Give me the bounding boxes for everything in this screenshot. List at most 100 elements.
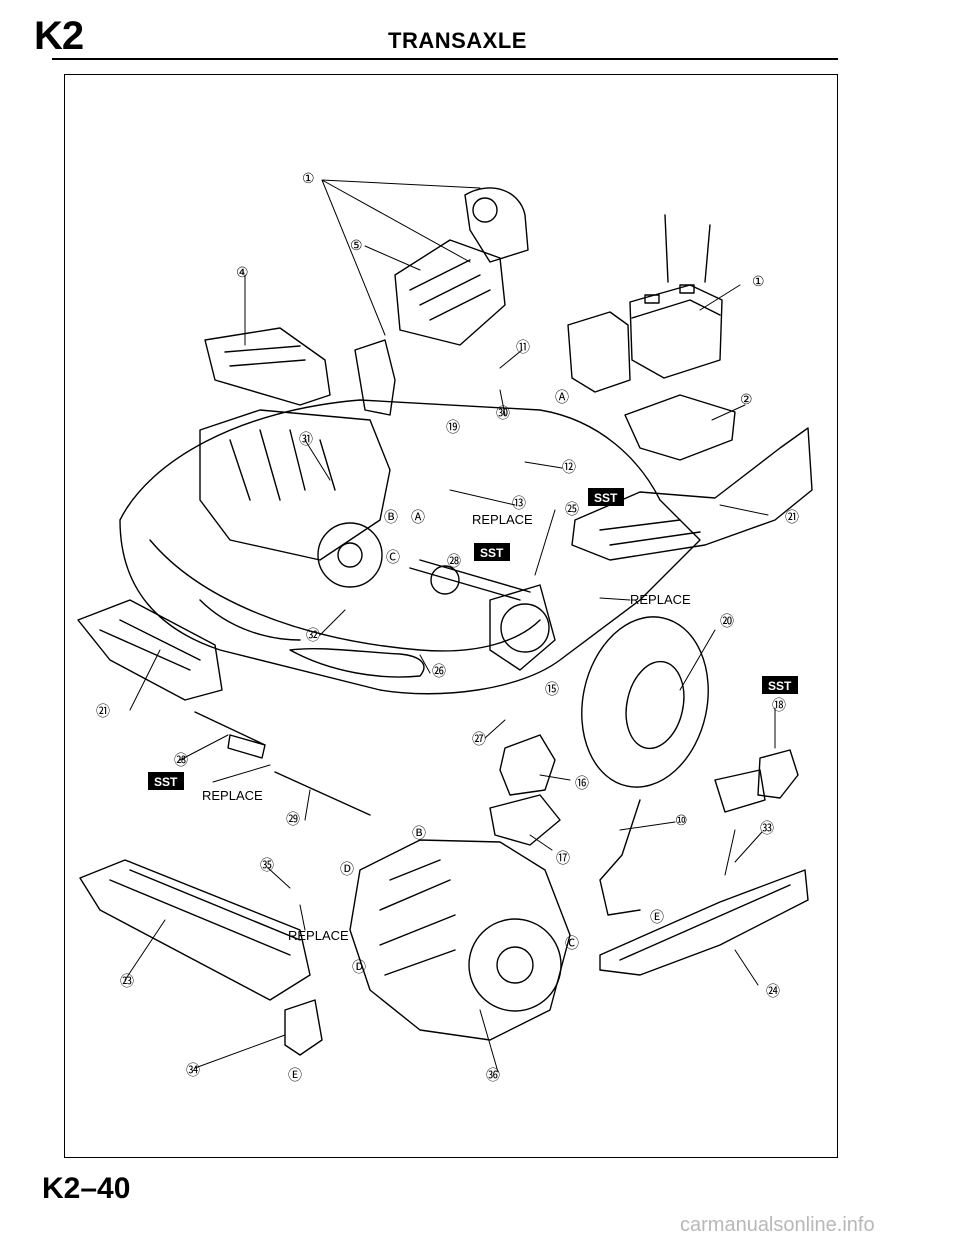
sst-tag-4-box xyxy=(148,772,184,790)
splash-shield-right-ribs xyxy=(599,519,701,546)
air-intake-duct xyxy=(464,187,529,263)
callout-23: ㉓ xyxy=(120,973,134,989)
callout-28-upper: ㉘ xyxy=(447,553,461,569)
wheel-hub xyxy=(500,603,550,653)
point-c-lower: Ⓒ xyxy=(565,935,579,951)
clutch-cable xyxy=(599,799,641,916)
bumper-inner-outline xyxy=(149,539,541,652)
drive-shaft-left-lower xyxy=(274,771,371,816)
callout-26: ㉖ xyxy=(432,663,446,679)
front-body-outline xyxy=(119,399,701,695)
transaxle-case xyxy=(349,839,571,1041)
replace-notes: REPLACE REPLACE REPLACE REPLACE xyxy=(202,512,691,943)
reference-points: Ⓐ Ⓐ Ⓑ Ⓑ Ⓒ Ⓒ Ⓓ Ⓓ Ⓔ Ⓔ xyxy=(288,389,664,1083)
callout-1: ① xyxy=(752,273,765,289)
callout-19: ⑲ xyxy=(446,419,460,435)
duct-clamp xyxy=(472,197,498,223)
transaxle-ribs xyxy=(379,859,456,976)
engine-cover-lines xyxy=(229,429,336,501)
callout-30: ㉚ xyxy=(496,405,510,421)
wheel-rim xyxy=(625,660,685,750)
sst-tag-1: SST xyxy=(594,491,618,505)
fog-lamp-opening xyxy=(199,599,301,641)
crossmember-right xyxy=(599,869,809,976)
radiator-upper-duct xyxy=(204,327,331,406)
callout-10: ⑩ xyxy=(675,812,688,828)
sst-tags: SST SST SST SST xyxy=(148,488,798,790)
title-rule xyxy=(52,58,838,60)
splash-shield-left-ribs xyxy=(99,619,201,671)
flywheel-hub xyxy=(337,542,363,568)
point-e-lower: Ⓔ xyxy=(288,1067,302,1083)
callout-5: ⑤ xyxy=(350,237,363,253)
battery-terminal-a xyxy=(644,294,660,304)
callout-36: ㊱ xyxy=(486,1067,500,1083)
callout-15: ⑮ xyxy=(545,681,559,697)
splash-shield-right xyxy=(571,427,813,561)
point-a-lower: Ⓐ xyxy=(411,509,425,525)
replace-note-shaft: REPLACE xyxy=(202,788,263,803)
point-d-lower: Ⓓ xyxy=(352,959,366,975)
callout-16: ⑯ xyxy=(575,775,589,791)
callout-4: ④ xyxy=(236,264,249,280)
battery-terminal-b xyxy=(679,284,695,294)
sst-tag-3-box xyxy=(762,676,798,694)
point-b-upper: Ⓑ xyxy=(384,509,398,525)
page-number: K2–40 xyxy=(42,1172,131,1205)
battery-tray xyxy=(624,394,736,461)
battery-cables xyxy=(664,214,711,283)
diagram-frame xyxy=(64,74,838,1158)
grille-opening xyxy=(289,647,425,678)
callout-35: ㉟ xyxy=(260,857,274,873)
point-b-lower: Ⓑ xyxy=(412,825,426,841)
flywheel xyxy=(317,522,383,588)
duct-ribs xyxy=(224,345,306,367)
callout-29: ㉙ xyxy=(286,811,300,827)
replace-note-35: REPLACE xyxy=(288,928,349,943)
splash-shield-left xyxy=(77,599,223,701)
transaxle-mount-right xyxy=(757,749,799,799)
callout-11: ⑪ xyxy=(516,339,530,355)
callout-25: ㉕ xyxy=(565,501,579,517)
tire xyxy=(581,616,709,788)
callout-20: ⑳ xyxy=(720,613,734,629)
callouts: ① ⑤ ④ ① ② ⑪ ㉚ ⑲ ㉛ ⑫ ⑬ ㉕ ㉑ ㉘ ㉜ ⑳ ㉖ ⑮ ⑱ ㉑ … xyxy=(96,170,799,1083)
transaxle-bell-housing xyxy=(468,918,562,1012)
replace-note-wheel: REPLACE xyxy=(630,592,691,607)
callout-17: ⑰ xyxy=(556,850,570,866)
sst-tag-1-box xyxy=(588,488,624,506)
callout-31: ㉛ xyxy=(299,431,313,447)
crossmember-left-ribs xyxy=(109,869,301,956)
engine-mount-bracket xyxy=(489,794,561,846)
cv-boot-left xyxy=(227,734,266,759)
callout-21-right: ㉑ xyxy=(785,509,799,525)
callout-21-left: ㉑ xyxy=(96,703,110,719)
engine-block xyxy=(199,409,391,561)
page-code: K2 xyxy=(34,14,84,58)
drive-shaft-right xyxy=(409,559,531,601)
callout-3: ① xyxy=(302,170,315,186)
battery xyxy=(629,284,723,379)
steering-knuckle xyxy=(489,584,556,671)
point-a-upper: Ⓐ xyxy=(555,389,569,405)
callout-34: ㉞ xyxy=(186,1062,200,1078)
point-c-upper: Ⓒ xyxy=(386,549,400,565)
callout-18: ⑱ xyxy=(772,697,786,713)
point-d-upper: Ⓓ xyxy=(340,861,354,877)
callout-28-lower: ㉘ xyxy=(174,752,188,768)
sst-tag-2-box xyxy=(474,543,510,561)
cv-joint-right xyxy=(430,565,460,595)
sst-tag-3: SST xyxy=(768,679,792,693)
point-e-right: Ⓔ xyxy=(650,909,664,925)
battery-carrier-bracket xyxy=(567,311,631,393)
crossmember-right-ribs xyxy=(619,884,791,961)
front-mount-rubber xyxy=(284,999,323,1056)
transaxle-input xyxy=(496,946,534,984)
callout-33: ㉝ xyxy=(760,820,774,836)
callout-27: ㉗ xyxy=(472,731,486,747)
watermark: carmanualsonline.info xyxy=(680,1214,875,1236)
resonator-duct xyxy=(354,339,396,416)
callout-13: ⑬ xyxy=(512,495,526,511)
engine-mount-upper xyxy=(499,734,556,796)
